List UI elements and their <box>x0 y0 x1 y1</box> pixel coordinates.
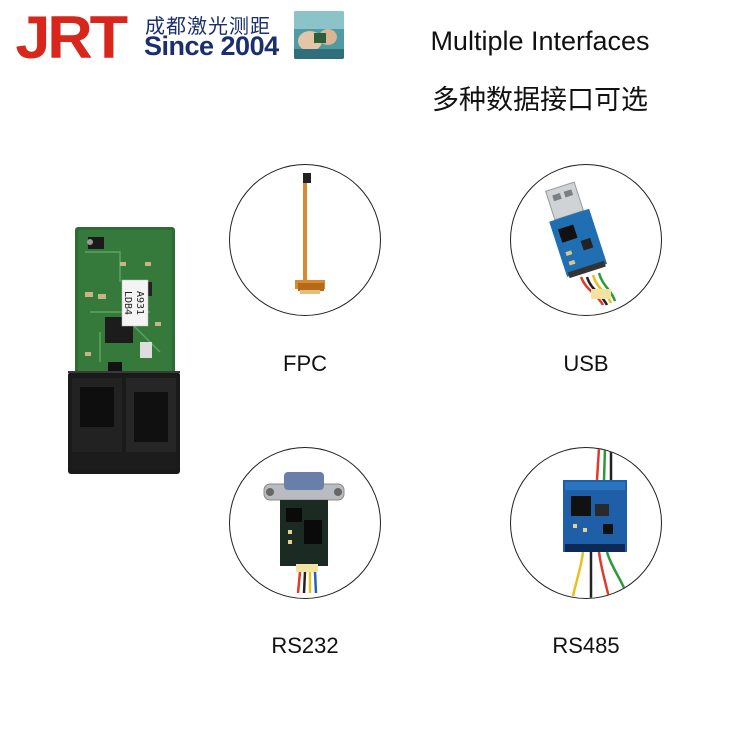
sticker-line-2: LDB4 <box>122 291 133 315</box>
brand-since-text: Since 2004 <box>144 31 279 61</box>
interface-label-rs232: RS232 <box>271 633 339 658</box>
fpc-cable-icon <box>295 173 325 294</box>
rs232-adapter-icon <box>263 472 345 594</box>
heading-chinese: 多种数据接口可选 <box>432 85 648 116</box>
laser-module-image: A931 LDB4 <box>60 222 185 477</box>
rs232-circle <box>229 447 381 599</box>
heading-english: Multiple Interfaces <box>430 26 650 56</box>
rs485-circle <box>510 447 662 599</box>
brand-photo <box>294 11 344 59</box>
brand-chinese-name: 成都激光测距 <box>145 14 271 38</box>
fpc-circle <box>229 164 381 316</box>
interface-label-rs485: RS485 <box>552 633 620 658</box>
rs485-adapter-icon <box>563 448 627 598</box>
sticker-line-1: A931 <box>134 291 145 315</box>
interface-label-fpc: FPC <box>283 351 327 376</box>
usb-circle <box>510 164 662 316</box>
brand-logo-mark: JRT <box>15 4 128 71</box>
interface-label-usb: USB <box>563 351 609 376</box>
usb-adapter-icon <box>545 181 617 306</box>
